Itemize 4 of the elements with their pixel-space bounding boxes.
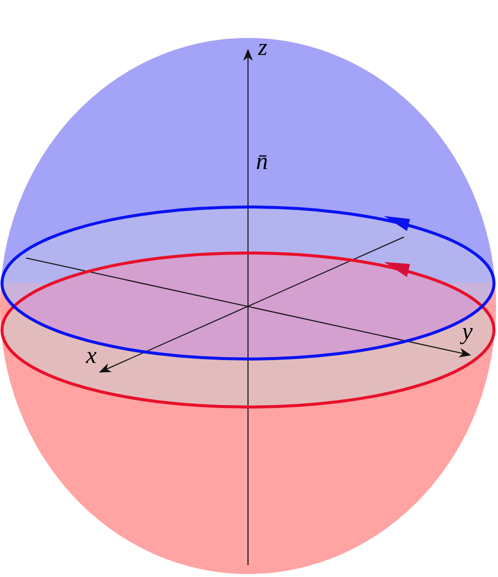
axis-label: z (258, 36, 268, 60)
axis-label: x (86, 344, 97, 368)
axis-label: y (462, 320, 473, 344)
vector-label: n̄ (256, 150, 268, 174)
